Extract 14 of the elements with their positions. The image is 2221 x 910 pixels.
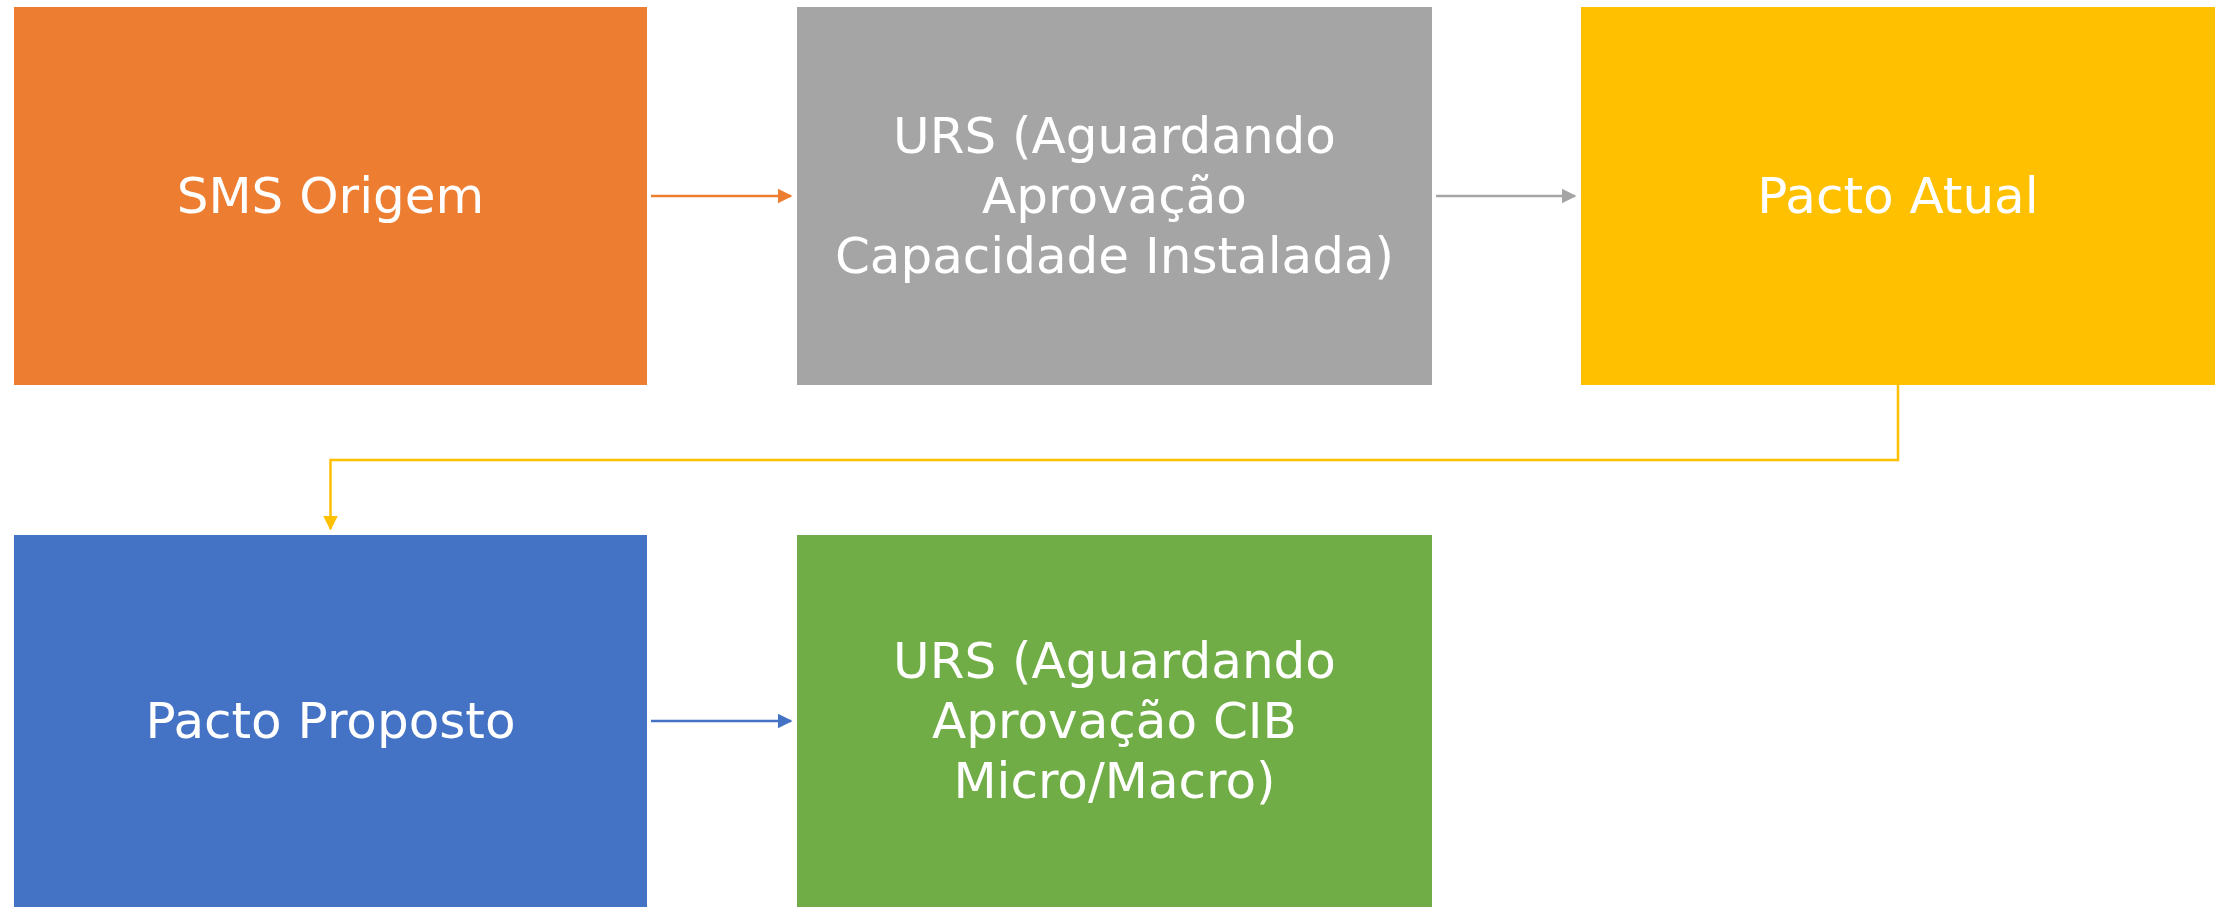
process-box (797, 7, 1432, 385)
process-box (14, 7, 647, 385)
arrow (323, 385, 1900, 531)
arrow (651, 713, 793, 729)
arrow (651, 188, 793, 204)
process-box (14, 535, 647, 907)
process-box (1581, 7, 2215, 385)
box-label: SMS Origem (176, 166, 485, 226)
box-label: URS (Aguardando Aprovação CIB Micro/Macro) (892, 631, 1337, 811)
box-label: Pacto Proposto (145, 691, 516, 751)
box-label: URS (Aguardando Aprovação Capacidade Instalada) (833, 106, 1396, 286)
arrow (1436, 188, 1577, 204)
process-box (797, 535, 1432, 907)
box-label: Pacto Atual (1757, 166, 2039, 226)
